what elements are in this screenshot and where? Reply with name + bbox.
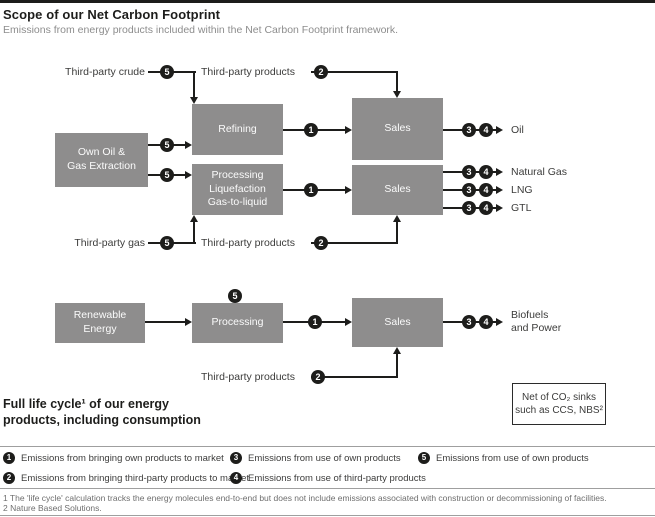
legend-badge-4: 4 (230, 472, 242, 484)
connector-line (311, 242, 398, 244)
flow-badge-2: 2 (314, 65, 328, 79)
legend-item-4: Emissions from use of third-party produc… (248, 473, 426, 484)
node-own-oil-gas-extraction: Own Oil & Gas Extraction (55, 133, 148, 187)
arrow-down-icon (190, 97, 198, 104)
arrow-right-icon (496, 186, 503, 194)
node-sales-gas: Sales (352, 165, 443, 215)
flow-badge-2: 2 (311, 370, 325, 384)
node-renewable-energy: Renewable Energy (55, 303, 145, 343)
flow-badge-3: 3 (462, 123, 476, 137)
flow-badge-5: 5 (160, 236, 174, 250)
arrow-right-icon (345, 318, 352, 326)
connector-line (396, 71, 398, 91)
label-third-party-crude: Third-party crude (65, 66, 145, 78)
arrow-right-icon (345, 126, 352, 134)
legend-badge-5: 5 (418, 452, 430, 464)
flow-badge-4: 4 (479, 165, 493, 179)
label-third-party-products-mid: Third-party products (201, 237, 295, 249)
flow-badge-5: 5 (160, 138, 174, 152)
flow-badge-3: 3 (462, 201, 476, 215)
arrow-up-icon (393, 215, 401, 222)
arrow-up-icon (393, 347, 401, 354)
connector-line (193, 71, 195, 97)
label-third-party-gas: Third-party gas (74, 237, 145, 249)
bottom-border-rule (0, 515, 655, 516)
node-processing-renewable: Processing (192, 303, 283, 343)
connector-line (311, 71, 398, 73)
flow-badge-3: 3 (462, 183, 476, 197)
flow-badge-4: 4 (479, 201, 493, 215)
legend-badge-1: 1 (3, 452, 15, 464)
label-output-lng: LNG (511, 184, 533, 196)
flow-badge-3: 3 (462, 315, 476, 329)
arrow-down-icon (393, 91, 401, 98)
arrow-right-icon (185, 171, 192, 179)
legend-item-2: Emissions from bringing third-party prod… (21, 473, 250, 484)
flow-badge-5: 5 (160, 65, 174, 79)
node-sales-oil: Sales (352, 98, 443, 160)
arrow-right-icon (185, 141, 192, 149)
node-refining: Refining (192, 104, 283, 155)
connector-line (396, 354, 398, 378)
legend-bottom-rule (0, 488, 655, 489)
label-output-oil: Oil (511, 124, 524, 136)
flow-badge-5: 5 (228, 289, 242, 303)
flow-badge-5: 5 (160, 168, 174, 182)
legend-item-5: Emissions from use of own products (436, 453, 589, 464)
connector-line (311, 376, 398, 378)
page-title: Scope of our Net Carbon Footprint (3, 7, 221, 22)
flow-badge-4: 4 (479, 183, 493, 197)
arrow-right-icon (185, 318, 192, 326)
legend-top-rule (0, 446, 655, 447)
legend-badge-2: 2 (3, 472, 15, 484)
lifecycle-statement: Full life cycle¹ of our energy products,… (3, 397, 201, 427)
flow-badge-2: 2 (314, 236, 328, 250)
note-co2-sinks-box: Net of CO₂ sinks such as CCS, NBS² (512, 383, 606, 425)
arrow-right-icon (496, 126, 503, 134)
legend-item-3: Emissions from use of own products (248, 453, 401, 464)
flow-badge-1: 1 (304, 183, 318, 197)
footnote-1: 1 The 'life cycle' calculation tracks th… (3, 493, 607, 503)
node-processing-liquefaction-gtl: Processing Liquefaction Gas-to-liquid (192, 164, 283, 215)
label-third-party-products-bottom: Third-party products (201, 371, 295, 383)
flow-badge-3: 3 (462, 165, 476, 179)
legend-badge-3: 3 (230, 452, 242, 464)
node-sales-renewable: Sales (352, 298, 443, 347)
connector-line (193, 221, 195, 244)
label-output-biofuels-power: Biofuels and Power (511, 309, 562, 334)
arrow-right-icon (345, 186, 352, 194)
arrow-up-icon (190, 215, 198, 222)
arrow-right-icon (496, 204, 503, 212)
arrow-right-icon (496, 318, 503, 326)
flow-badge-1: 1 (304, 123, 318, 137)
flow-badge-4: 4 (479, 315, 493, 329)
flow-badge-1: 1 (308, 315, 322, 329)
label-output-gtl: GTL (511, 202, 532, 214)
arrow-right-icon (496, 168, 503, 176)
legend-item-1: Emissions from bringing own products to … (21, 453, 224, 464)
label-output-natural-gas: Natural Gas (511, 166, 568, 178)
connector-line (145, 321, 185, 323)
page-subtitle: Emissions from energy products included … (3, 24, 399, 36)
flow-badge-4: 4 (479, 123, 493, 137)
top-border-rule (0, 0, 655, 3)
footnote-2: 2 Nature Based Solutions. (3, 503, 102, 513)
connector-line (396, 222, 398, 244)
label-third-party-products-top: Third-party products (201, 66, 295, 78)
